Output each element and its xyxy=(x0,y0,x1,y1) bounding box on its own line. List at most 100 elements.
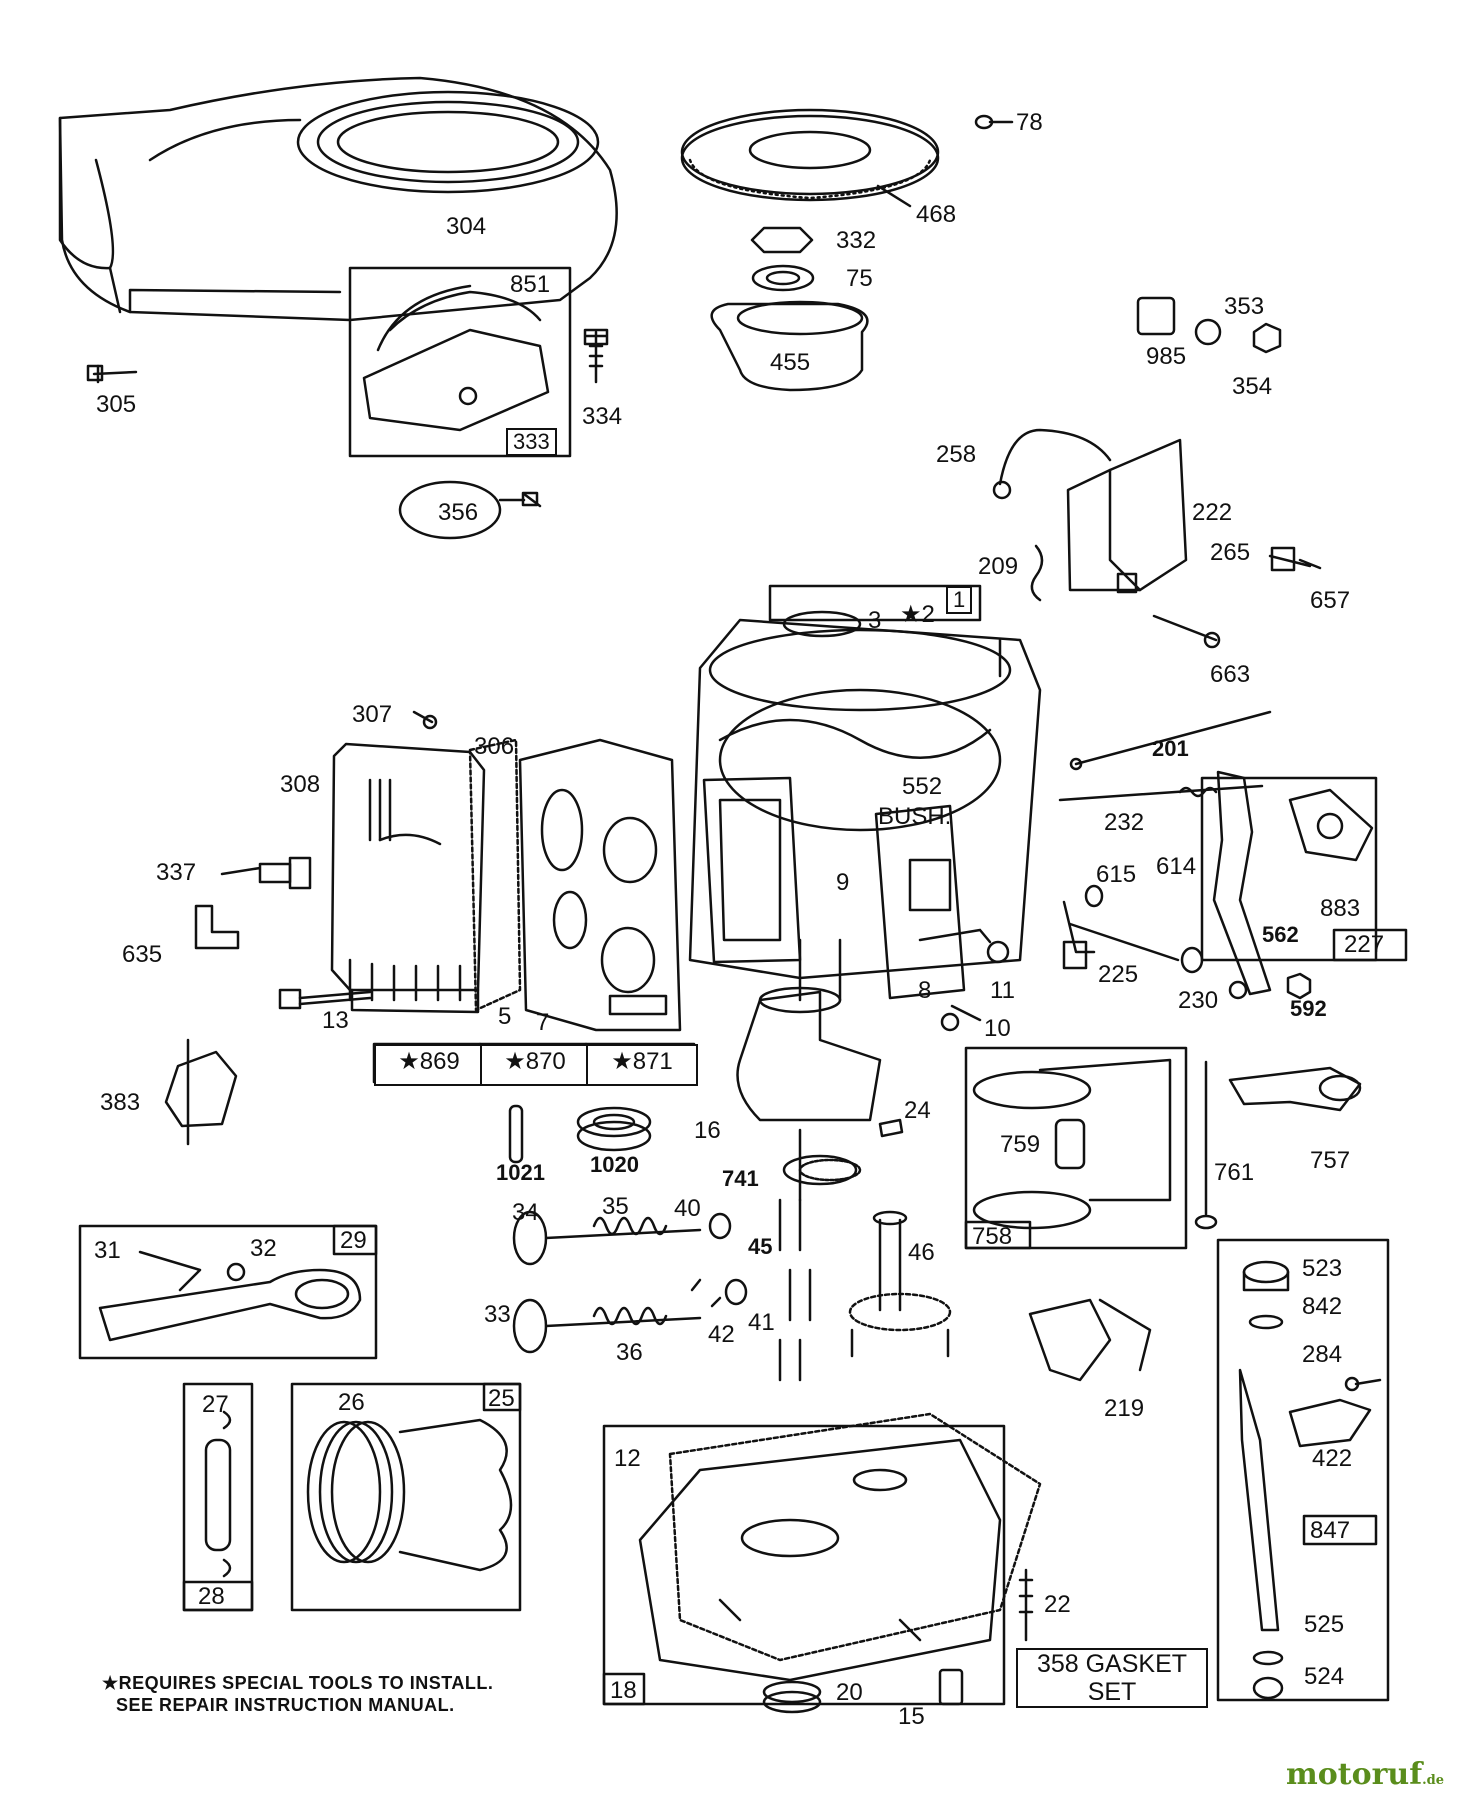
label-26: 26 xyxy=(338,1389,365,1416)
label-284: 284 xyxy=(1302,1341,1343,1368)
armature-box xyxy=(348,266,572,458)
tool-kit-871: ★871 xyxy=(586,1044,698,1086)
label-10: 10 xyxy=(984,1015,1011,1042)
label-75: 75 xyxy=(846,265,873,292)
label-523: 523 xyxy=(1302,1255,1343,1282)
label-11: 11 xyxy=(990,977,1015,1004)
label-356: 356 xyxy=(438,499,479,526)
label-24: 24 xyxy=(904,1097,931,1124)
air-filter-drawing xyxy=(680,108,940,202)
label-304: 304 xyxy=(446,213,487,240)
label-757: 757 xyxy=(1310,1147,1351,1174)
label-22: 22 xyxy=(1044,1591,1071,1618)
label-32: 32 xyxy=(250,1235,277,1262)
label-592: 592 xyxy=(1290,996,1327,1021)
label-9: 9 xyxy=(836,869,850,896)
label-468: 468 xyxy=(916,201,957,228)
label-657: 657 xyxy=(1310,587,1351,614)
label-337: 337 xyxy=(156,859,197,886)
gasket-set-line2: SET xyxy=(1087,1678,1137,1706)
label-3: 3 xyxy=(868,607,882,634)
gasket-set-line1: 358 GASKET xyxy=(1036,1650,1188,1678)
label-232: 232 xyxy=(1104,809,1145,836)
spring-209 xyxy=(1030,544,1044,602)
label-663: 663 xyxy=(1210,661,1251,688)
nut-332 xyxy=(750,226,814,254)
tool-kit-870: ★870 xyxy=(480,1044,590,1086)
label-36: 36 xyxy=(616,1339,643,1366)
label-12: 12 xyxy=(614,1445,641,1472)
label-35: 35 xyxy=(602,1193,629,1220)
label-5: 5 xyxy=(498,1003,512,1030)
label-258: 258 xyxy=(936,441,977,468)
label-332: 332 xyxy=(836,227,877,254)
control-bracket-drawing xyxy=(992,428,1188,594)
watermark-logo: motoruf.de xyxy=(1286,1757,1444,1792)
label-42: 42 xyxy=(708,1321,735,1348)
label-354: 354 xyxy=(1232,373,1273,400)
label-265: 265 xyxy=(1210,539,1251,566)
sump-base-drawing xyxy=(638,1412,1042,1682)
cylinder-head-drawing xyxy=(330,742,486,1014)
label-615: 615 xyxy=(1096,861,1137,888)
label-25: 25 xyxy=(488,1385,515,1412)
label-28: 28 xyxy=(198,1583,225,1610)
label-333: 333 xyxy=(506,428,557,456)
label-bush: BUSH. xyxy=(878,803,952,830)
governor-lever-562 xyxy=(1212,770,1272,996)
label-1021: 1021 xyxy=(496,1160,545,1185)
label-29: 29 xyxy=(340,1227,367,1254)
dipstick-tube-drawing xyxy=(1238,1260,1290,1700)
label-524: 524 xyxy=(1304,1663,1345,1690)
label-225: 225 xyxy=(1098,961,1139,988)
label-20: 20 xyxy=(836,1679,863,1706)
special-tools-footnote: ★REQUIRES SPECIAL TOOLS TO INSTALL. SEE … xyxy=(102,1672,493,1716)
label-209: 209 xyxy=(978,553,1019,580)
blower-housing-drawing xyxy=(58,76,618,322)
label-2: ★2 xyxy=(900,601,935,628)
label-334: 334 xyxy=(582,403,623,430)
label-847: 847 xyxy=(1310,1517,1351,1544)
label-227: 227 xyxy=(1344,931,1385,958)
label-16: 16 xyxy=(694,1117,721,1144)
label-34: 34 xyxy=(512,1199,539,1226)
label-851: 851 xyxy=(510,271,551,298)
label-741: 741 xyxy=(722,1166,759,1191)
engine-crankcase-drawing xyxy=(688,610,1042,1002)
ignition-armature-drawing xyxy=(362,284,550,432)
label-1020: 1020 xyxy=(590,1152,639,1177)
label-46: 46 xyxy=(908,1239,935,1266)
watermark-tld: .de xyxy=(1422,1773,1444,1788)
label-219: 219 xyxy=(1104,1395,1145,1422)
label-15: 15 xyxy=(898,1703,925,1730)
label-230: 230 xyxy=(1178,987,1219,1014)
label-985: 985 xyxy=(1146,343,1187,370)
label-614: 614 xyxy=(1156,853,1197,880)
label-552: 552 xyxy=(902,773,943,800)
label-883: 883 xyxy=(1320,895,1361,922)
footnote-line2: SEE REPAIR INSTRUCTION MANUAL. xyxy=(116,1695,455,1715)
label-562: 562 xyxy=(1262,922,1299,947)
connecting-rod-drawing xyxy=(98,1250,362,1342)
label-201: 201 xyxy=(1152,736,1189,761)
label-525: 525 xyxy=(1304,1611,1345,1638)
label-761: 761 xyxy=(1214,1159,1255,1186)
label-758: 758 xyxy=(972,1223,1013,1250)
label-308: 308 xyxy=(280,771,321,798)
breather-drawing xyxy=(874,804,966,1000)
label-40: 40 xyxy=(674,1195,701,1222)
watermark-brand: motoruf xyxy=(1285,1757,1423,1792)
tool-kit-869: ★869 xyxy=(374,1044,484,1086)
label-1: 1 xyxy=(946,586,973,614)
filter-base-455 xyxy=(710,302,869,392)
label-45: 45 xyxy=(748,1234,773,1259)
label-18: 18 xyxy=(610,1677,637,1704)
label-635: 635 xyxy=(122,941,163,968)
label-422: 422 xyxy=(1312,1445,1353,1472)
label-353: 353 xyxy=(1224,293,1265,320)
label-41: 41 xyxy=(748,1309,775,1336)
cylinder-drawing xyxy=(518,738,682,1032)
label-7: 7 xyxy=(536,1009,550,1036)
